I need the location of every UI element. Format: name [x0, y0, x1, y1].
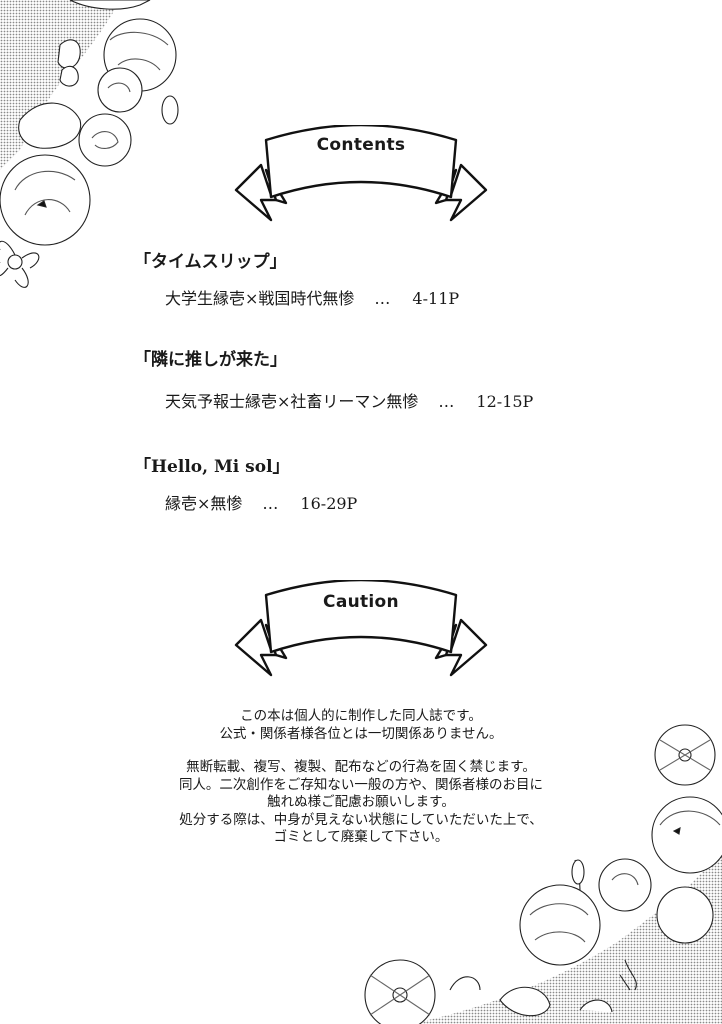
toc-title-2: 「隣に推しが来た」	[134, 350, 287, 370]
toc-title-3: 「Hello, Mi sol」	[134, 457, 290, 477]
caution-heading: Caution	[323, 592, 399, 612]
toc-pages: 12-15P	[476, 392, 534, 411]
toc-pages: 4-11P	[412, 289, 460, 308]
contents-banner: Contents	[231, 123, 491, 225]
contents-heading: Contents	[316, 135, 406, 155]
toc-separator: …	[374, 289, 391, 308]
toc-separator: …	[262, 494, 279, 513]
toc-description: 大学生縁壱×戦国時代無惨	[165, 289, 355, 308]
toc-separator: …	[438, 392, 455, 411]
toc-entry-3: 縁壱×無惨 … 16-29P	[165, 490, 357, 514]
caution-line: この本は個人的に制作した同人誌です。	[240, 708, 482, 724]
caution-banner: Caution	[231, 578, 491, 680]
caution-notice: この本は個人的に制作した同人誌です。 公式・関係者様各位とは一切関係ありません。…	[0, 708, 722, 847]
caution-line: 無断転載、複写、複製、配布などの行為を固く禁じます。	[186, 759, 536, 775]
caution-line: 公式・関係者様各位とは一切関係ありません。	[219, 725, 503, 742]
toc-pages: 16-29P	[300, 494, 358, 513]
toc-description: 天気予報士縁壱×社畜リーマン無惨	[165, 392, 419, 411]
floral-corner-bottom-right	[364, 724, 722, 1024]
toc-title-1: 「タイムスリップ」	[134, 252, 287, 272]
toc-entry-2: 天気予報士縁壱×社畜リーマン無惨 … 12-15P	[165, 388, 533, 412]
caution-line: ゴミとして廃棄して下さい。	[273, 829, 449, 845]
caution-line: 触れぬ様ご配慮お願いします。	[267, 794, 455, 810]
ribbon-icon	[234, 123, 488, 222]
toc-description: 縁壱×無惨	[165, 494, 243, 513]
floral-corner-top-left	[0, 0, 179, 288]
ribbon-icon	[234, 578, 488, 677]
toc-entry-1: 大学生縁壱×戦国時代無惨 … 4-11P	[165, 285, 459, 309]
caution-line: 処分する際は、中身が見えない状態にしていただいた上で、	[179, 811, 543, 828]
caution-line: 同人。二次創作をご存知ない一般の方や、関係者様のお目に	[178, 776, 544, 793]
